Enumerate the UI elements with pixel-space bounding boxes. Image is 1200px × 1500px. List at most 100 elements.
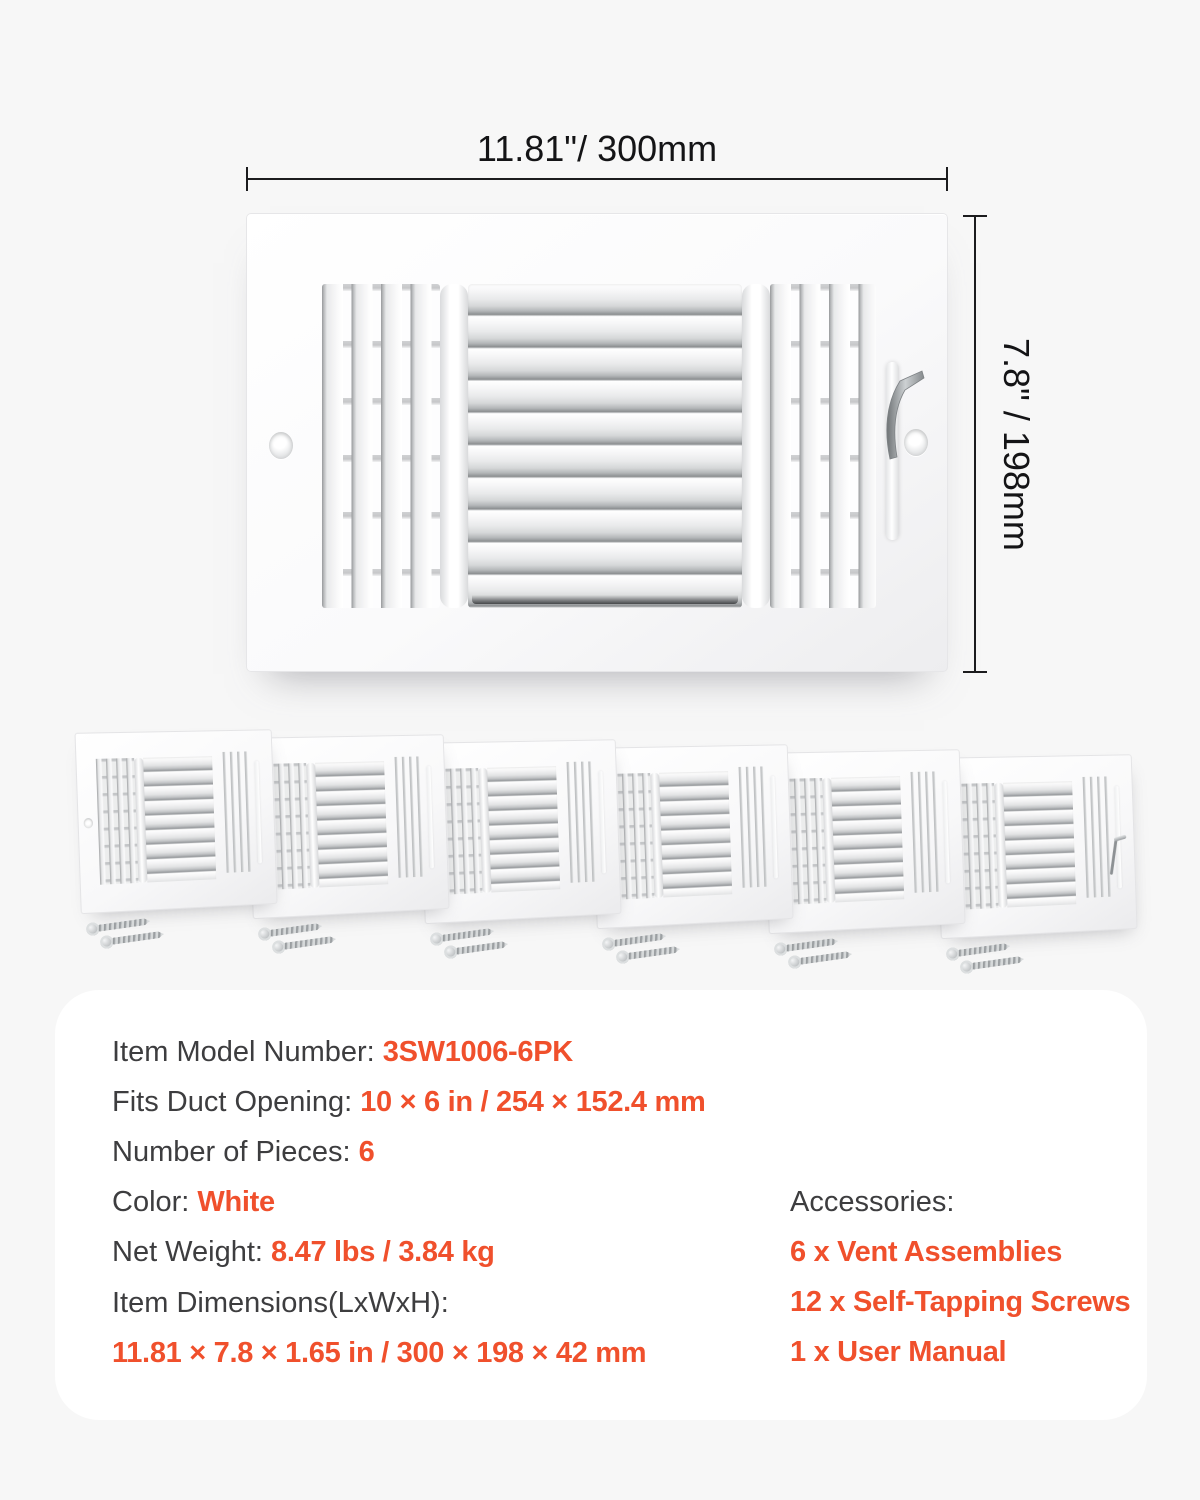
damper-lever-icon xyxy=(1110,839,1118,875)
pack-vent-faceplate xyxy=(590,744,793,929)
damper-slot xyxy=(771,776,778,878)
center-louver-panel xyxy=(468,284,742,608)
spec-value: White xyxy=(197,1186,274,1219)
screw-icon xyxy=(601,929,666,953)
packaged-vent xyxy=(422,741,632,981)
width-dimension-label: 11.81"/ 300mm xyxy=(246,128,948,170)
damper-lever-icon xyxy=(876,365,928,461)
screw-hole xyxy=(428,828,438,838)
screw-icon xyxy=(271,932,336,956)
right-louver-panel xyxy=(739,766,768,887)
panel-divider xyxy=(994,783,1007,908)
left-louver-panel xyxy=(784,778,827,905)
panel-divider xyxy=(306,763,319,888)
center-louver-panel xyxy=(831,776,904,902)
accessory-item: 1 x User Manual xyxy=(790,1328,1130,1378)
height-dimension-line xyxy=(974,215,976,673)
screw-icon xyxy=(429,924,494,948)
spec-label: Item Model Number: xyxy=(112,1036,383,1069)
left-louver-panel xyxy=(322,284,440,608)
spec-row-color: Color: White xyxy=(112,1178,706,1228)
pack-vent-faceplate xyxy=(246,734,449,919)
pack-vent-faceplate xyxy=(762,749,965,934)
screw-icon xyxy=(787,947,852,971)
screw-icon xyxy=(257,919,322,943)
right-louver-panel xyxy=(911,771,940,892)
screw-icon xyxy=(99,927,164,951)
right-louver-panel xyxy=(567,761,596,882)
left-louver-panel xyxy=(268,763,311,890)
screw-icon xyxy=(959,952,1024,976)
right-divider xyxy=(742,284,770,608)
spec-label: Number of Pieces: xyxy=(112,1136,359,1169)
spec-row-model: Item Model Number: 3SW1006-6PK xyxy=(112,1027,706,1077)
right-louver-panel xyxy=(223,751,252,872)
packaged-vent xyxy=(766,751,976,991)
spec-card: Item Model Number: 3SW1006-6PK Fits Duct… xyxy=(55,990,1147,1420)
packaged-vent xyxy=(594,746,804,986)
spec-row-weight: Net Weight: 8.47 lbs / 3.84 kg xyxy=(112,1228,706,1278)
left-louver-panel xyxy=(612,773,655,900)
right-louver-panel xyxy=(770,284,876,608)
spec-row-dimensions-value: 11.81 × 7.8 × 1.65 in / 300 × 198 × 42 m… xyxy=(112,1328,706,1378)
screw-icon xyxy=(615,942,680,966)
spec-value: 11.81 × 7.8 × 1.65 in / 300 × 198 × 42 m… xyxy=(112,1337,646,1370)
vent-faceplate xyxy=(246,213,948,672)
panel-divider xyxy=(134,758,147,883)
width-dimension-line xyxy=(246,178,948,180)
packaged-vent xyxy=(78,731,288,971)
spec-value: 3SW1006-6PK xyxy=(383,1036,573,1069)
panel-divider xyxy=(478,768,491,893)
screw-icon xyxy=(85,914,150,938)
screw-hole xyxy=(84,818,94,828)
screw-hole xyxy=(256,823,266,833)
screw-hole xyxy=(772,838,782,848)
accessories-title: Accessories: xyxy=(790,1177,1130,1227)
left-screw-hole xyxy=(269,432,293,459)
damper-slot xyxy=(943,781,950,883)
spec-label: Item Dimensions(LxWxH): xyxy=(112,1287,449,1320)
center-louver-panel xyxy=(143,756,216,882)
panel-divider xyxy=(650,773,663,898)
center-louver-panel xyxy=(315,761,388,887)
left-louver-panel xyxy=(956,783,999,910)
packaged-vent xyxy=(250,736,460,976)
spec-label: Color: xyxy=(112,1186,197,1219)
left-divider xyxy=(440,284,468,608)
accessory-item: 12 x Self-Tapping Screws xyxy=(790,1277,1130,1327)
pack-vent-faceplate xyxy=(418,739,621,924)
pack-vent-faceplate xyxy=(74,729,277,914)
packaged-vent xyxy=(938,756,1148,996)
spec-column-left: Item Model Number: 3SW1006-6PK Fits Duct… xyxy=(112,1027,706,1378)
center-louver-panel xyxy=(659,771,732,897)
spec-row-pieces: Number of Pieces: 6 xyxy=(112,1127,706,1177)
right-louver-panel xyxy=(1083,776,1112,897)
spec-label: Net Weight: xyxy=(112,1236,271,1269)
center-louver-panel xyxy=(487,766,560,892)
spec-value: 10 × 6 in / 254 × 152.4 mm xyxy=(360,1086,705,1119)
spec-row-dimensions-label: Item Dimensions(LxWxH): xyxy=(112,1278,706,1328)
damper-slot xyxy=(599,771,606,873)
damper-slot xyxy=(427,766,434,868)
spec-label: Fits Duct Opening: xyxy=(112,1086,360,1119)
spec-row-duct-opening: Fits Duct Opening: 10 × 6 in / 254 × 152… xyxy=(112,1077,706,1127)
left-louver-panel xyxy=(96,758,139,885)
screw-icon xyxy=(443,937,508,961)
accessory-item: 6 x Vent Assemblies xyxy=(790,1227,1130,1277)
screw-icon xyxy=(773,934,838,958)
spec-value: 6 xyxy=(359,1136,375,1169)
pack-vent-faceplate xyxy=(934,754,1137,939)
height-dimension-label: 7.8" / 198mm xyxy=(990,215,1042,673)
vent-louver-area xyxy=(322,284,876,608)
screw-icon xyxy=(945,939,1010,963)
damper-slot xyxy=(1115,786,1122,888)
panel-divider xyxy=(822,778,835,903)
spec-column-accessories: Accessories: 6 x Vent Assemblies 12 x Se… xyxy=(790,1177,1130,1378)
damper-slot xyxy=(255,761,262,863)
center-louver-panel xyxy=(1003,781,1076,907)
screw-hole xyxy=(600,833,610,843)
spec-value: 8.47 lbs / 3.84 kg xyxy=(271,1236,495,1269)
screw-hole xyxy=(944,843,954,853)
left-louver-panel xyxy=(440,768,483,895)
